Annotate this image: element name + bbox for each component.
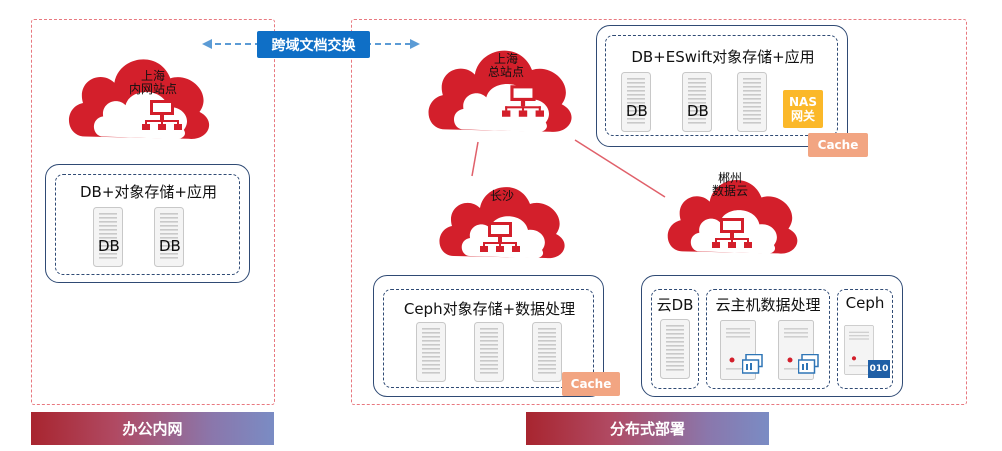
office-storage-box: DB+对象存储+应用 DB DB xyxy=(45,164,250,283)
storage-server-3 xyxy=(532,322,562,382)
cloud-changsha: 长沙 xyxy=(432,168,572,268)
distributed-zone-label: 分布式部署 xyxy=(526,412,769,445)
cloud-label: 上海 内网站点 xyxy=(118,70,188,96)
ceph-badge: 010 xyxy=(868,360,890,378)
cloud-icon xyxy=(432,168,572,268)
storage-server-2 xyxy=(474,322,504,382)
server-icon xyxy=(660,319,690,379)
nas-label-line2: 网关 xyxy=(790,109,815,123)
cloud-label: 上海 总站点 xyxy=(476,53,536,79)
db-label: DB xyxy=(98,237,120,255)
storage-server xyxy=(737,72,767,132)
exchange-arrow-left-head xyxy=(202,39,212,49)
cloud-label-line1: 郴州 xyxy=(717,171,742,185)
cloud-shanghai-hq: 上海 总站点 xyxy=(420,27,580,145)
cloud-label-line2: 总站点 xyxy=(487,65,524,79)
cloud-label: 长沙 xyxy=(472,190,532,203)
network-icon xyxy=(480,222,520,252)
distributed-zone xyxy=(351,19,967,405)
hq-to-chenzhou-line xyxy=(574,139,666,198)
cloud-label-line1: 长沙 xyxy=(489,189,514,203)
db-server-1: DB xyxy=(93,207,123,267)
office-zone-label: 办公内网 xyxy=(31,412,274,445)
vm-processing-panel xyxy=(706,289,830,389)
db-server-2: DB xyxy=(682,72,712,132)
office-zone xyxy=(31,19,275,405)
cloud-db-server xyxy=(660,319,690,379)
cloud-chenzhou: 郴州 数据云 xyxy=(660,160,805,264)
db-label: DB xyxy=(626,102,648,120)
vm-window-icon xyxy=(798,354,819,374)
cloud-label: 郴州 数据云 xyxy=(700,172,760,198)
hq-to-changsha-line xyxy=(471,141,479,177)
cloud-label-line1: 上海 xyxy=(140,69,165,83)
db-server-1: DB xyxy=(621,72,651,132)
storage-server-1 xyxy=(416,322,446,382)
network-icon xyxy=(712,218,752,248)
server-icon xyxy=(474,322,504,382)
nas-gateway-badge: NAS 网关 xyxy=(783,90,823,128)
chenzhou-services-box: 云DB 云主机数据处理 Ceph 010 xyxy=(641,275,903,397)
network-icon xyxy=(142,100,182,130)
ceph-inner xyxy=(383,289,594,388)
db-label: DB xyxy=(687,102,709,120)
office-storage-title: DB+对象存储+应用 xyxy=(80,183,217,201)
eswift-cache-badge: Cache xyxy=(808,133,868,157)
eswift-box: DB+ESwift对象存储+应用 DB DB NAS 网关 xyxy=(596,25,848,147)
network-icon xyxy=(502,85,544,117)
cloud-label-line2: 内网站点 xyxy=(128,82,177,96)
ceph-title: Ceph对象存储+数据处理 xyxy=(403,300,576,318)
server-icon xyxy=(416,322,446,382)
vm-processing-title: 云主机数据处理 xyxy=(715,296,821,314)
cloud-shanghai-intranet: 上海 内网站点 xyxy=(60,38,218,150)
cloud-label-line1: 上海 xyxy=(493,52,518,66)
exchange-label: 跨域文档交换 xyxy=(257,31,370,58)
eswift-inner xyxy=(605,35,838,136)
db-server-2: DB xyxy=(154,207,184,267)
ceph-small-panel xyxy=(837,289,893,389)
cloud-db-panel xyxy=(651,289,699,389)
ceph-small-title: Ceph xyxy=(845,294,885,312)
cloud-db-title: 云DB xyxy=(656,296,694,314)
ceph-cache-badge: Cache xyxy=(562,372,620,396)
cloud-label-line2: 数据云 xyxy=(711,184,748,198)
vm-window-icon xyxy=(742,354,763,374)
server-icon xyxy=(532,322,562,382)
nas-label-line1: NAS xyxy=(789,95,817,109)
exchange-arrow-right-head xyxy=(410,39,420,49)
server-icon xyxy=(737,72,767,132)
cloud-icon xyxy=(420,27,580,145)
db-label: DB xyxy=(159,237,181,255)
eswift-title: DB+ESwift对象存储+应用 xyxy=(631,48,815,66)
office-storage-inner xyxy=(55,174,240,275)
